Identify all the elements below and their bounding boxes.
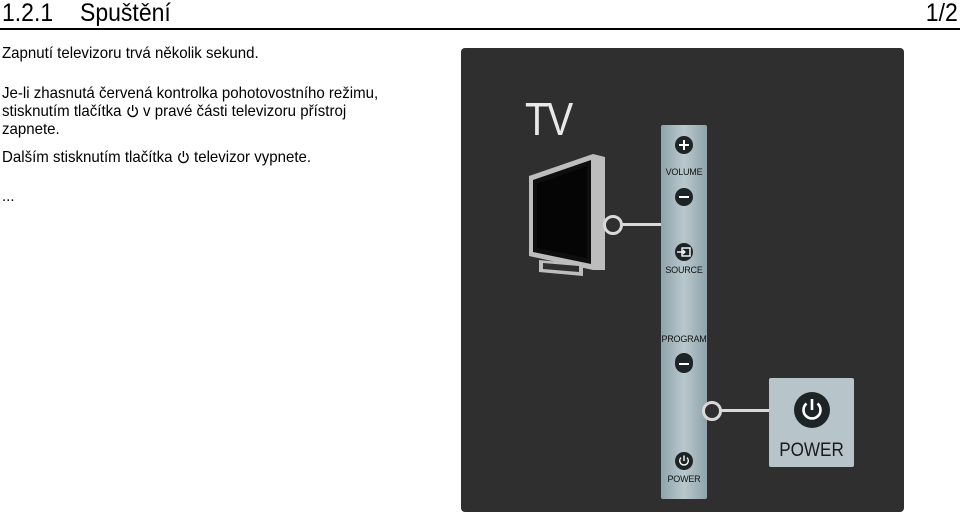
side-control-strip: VOLUME SOURCE PROGRAM POWER	[661, 125, 707, 499]
program-label: PROGRAM	[661, 334, 707, 344]
tv-set-icon	[529, 154, 605, 276]
section-title: Spuštění	[80, 0, 171, 27]
paragraph-2-line-1: Je-li zhasnutá červená kontrolka pohotov…	[2, 85, 379, 102]
section-number: 1.2.1	[2, 0, 54, 27]
power-icon	[794, 392, 830, 428]
power-connector	[702, 401, 722, 421]
power-label: POWER	[667, 474, 701, 484]
paragraph-3-text-a: Dalším stisknutím tlačítka	[2, 149, 173, 166]
source-icon	[675, 243, 693, 261]
power-icon	[177, 150, 190, 164]
minus-icon	[675, 355, 693, 373]
minus-icon	[675, 188, 693, 206]
paragraph-2-line-3: zapnete.	[2, 121, 60, 138]
volume-label: VOLUME	[665, 167, 703, 177]
page-header: 1.2.1 Spuštění 1/2	[0, 0, 960, 27]
tv-controls-illustration: TV VOLUME SOURCE PROGRAM POWER POWER	[461, 48, 904, 512]
source-label: SOURCE	[665, 265, 703, 275]
paragraph-3-text-b: televizor vypnete.	[194, 149, 312, 166]
power-connector-line	[713, 409, 771, 412]
plus-icon	[675, 136, 693, 154]
power-icon	[675, 452, 693, 470]
tv-connector-line	[613, 223, 663, 226]
header-rule	[0, 28, 960, 30]
power-button-callout: POWER	[769, 378, 854, 467]
power-icon	[126, 104, 139, 118]
paragraph-3: Dalším stisknutím tlačítka televizor vyp…	[2, 149, 311, 167]
power-box-label: POWER	[779, 440, 844, 461]
tv-connector	[603, 215, 623, 235]
paragraph-1: Zapnutí televizoru trvá několik sekund.	[2, 45, 259, 62]
paragraph-2-line-2: stisknutím tlačítka v pravé části televi…	[2, 103, 346, 121]
tv-label: TV	[525, 93, 573, 145]
paragraph-2-text-b: v pravé části televizoru přístroj	[143, 103, 347, 120]
paragraph-2-text-a: stisknutím tlačítka	[2, 103, 122, 120]
ellipsis: ...	[2, 188, 15, 205]
page-number: 1/2	[926, 0, 958, 27]
